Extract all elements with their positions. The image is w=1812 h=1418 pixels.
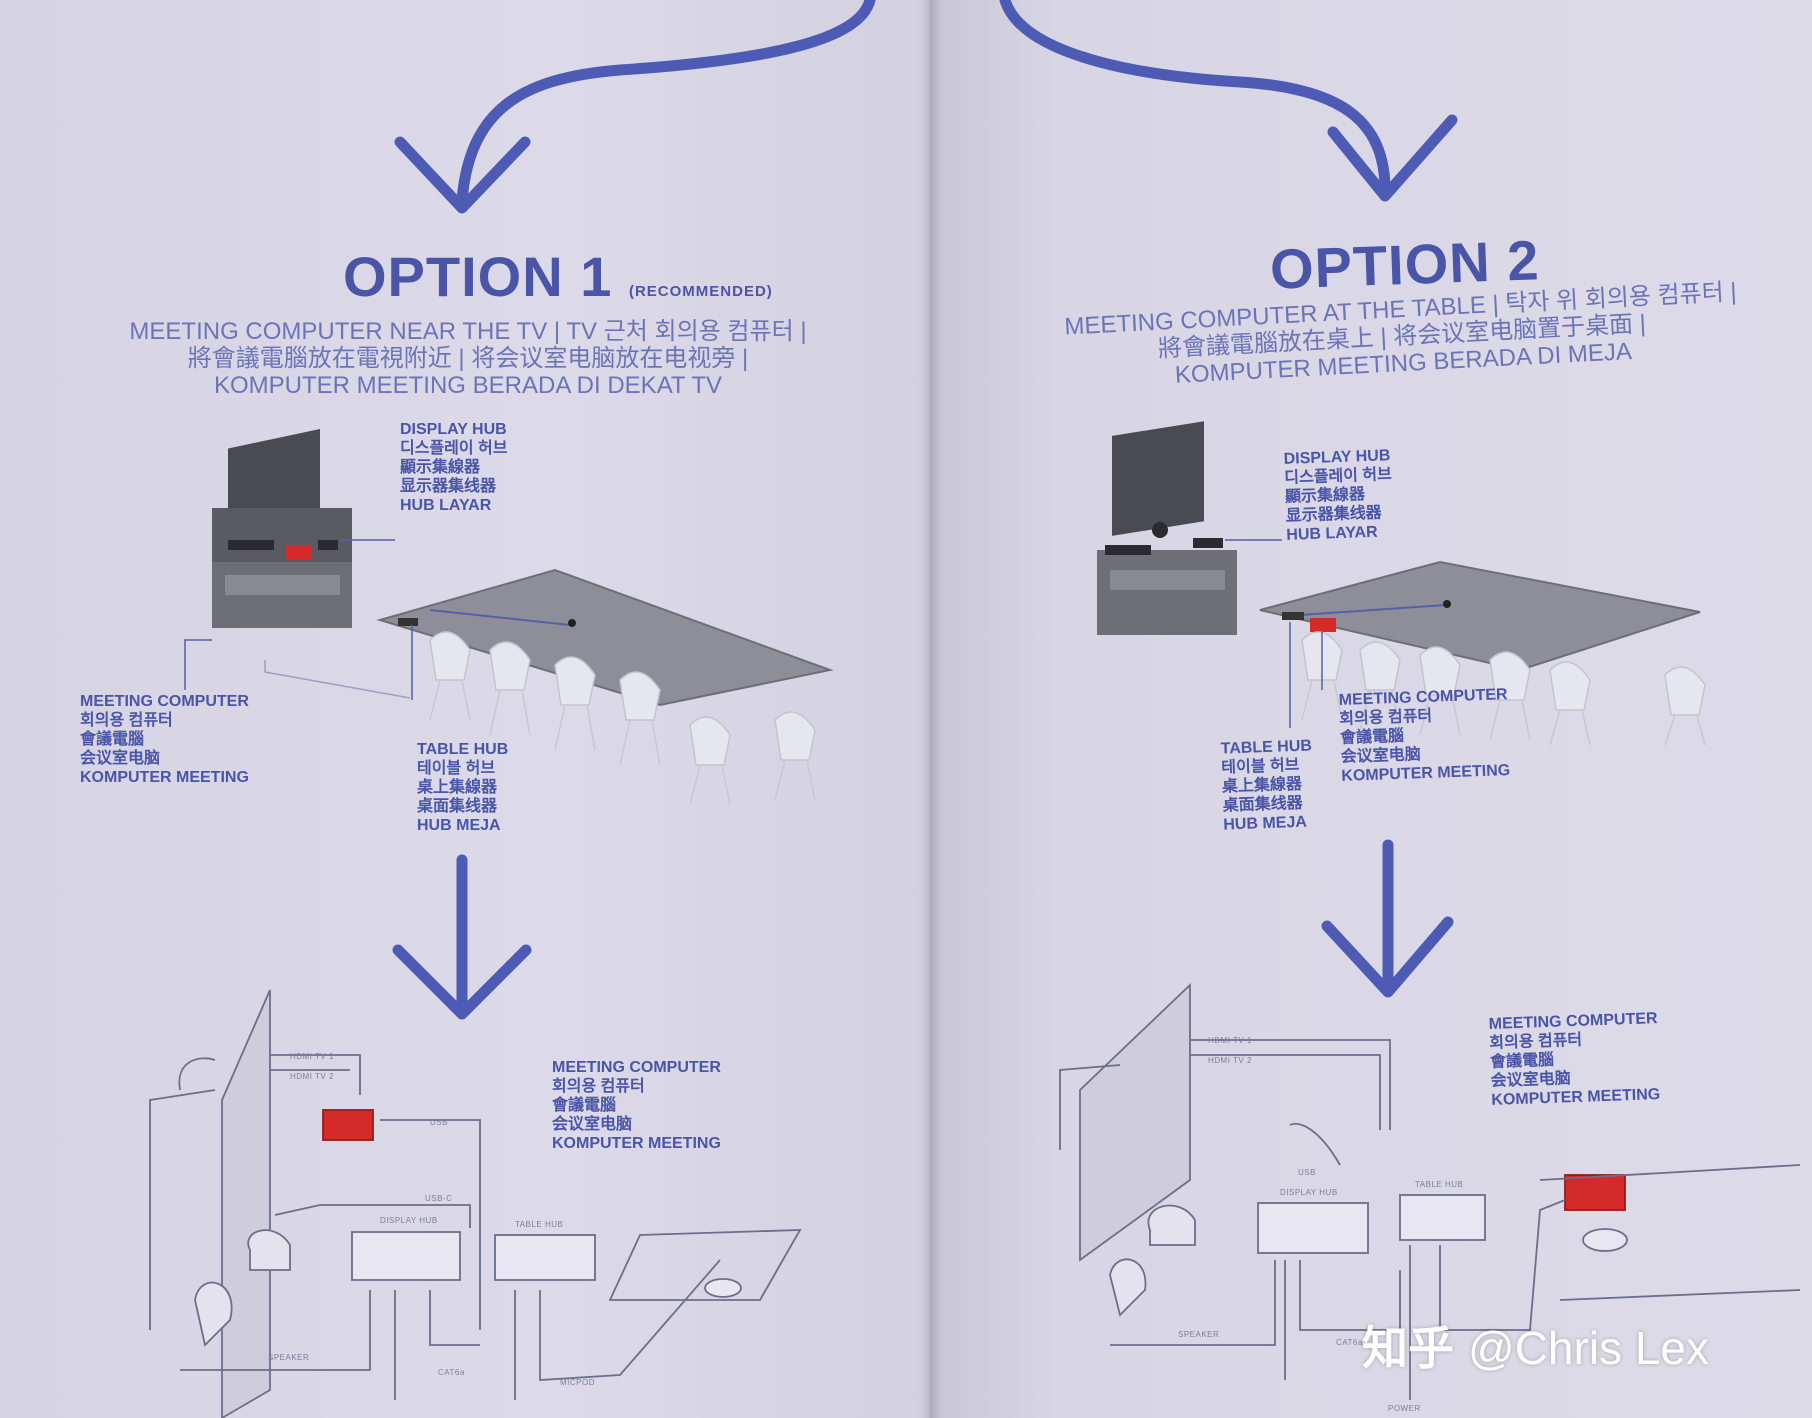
option2-wire-power: POWER <box>1388 1404 1421 1413</box>
option2-meeting-computer-label: MEETING COMPUTER 회의용 컴퓨터 會議電腦 会议室电脑 KOMP… <box>1338 686 1511 785</box>
option2-wire-display-hub: DISPLAY HUB <box>1280 1188 1338 1197</box>
option2-cabinet <box>1097 550 1237 635</box>
watermark: 知乎 @Chris Lex <box>1362 1312 1709 1378</box>
option1-wiring-tv-panel <box>221 989 271 1418</box>
option1-subtitle: MEETING COMPUTER NEAR THE TV | TV 근처 회의용… <box>129 318 807 399</box>
option1-wire-micpod: MICPOD <box>560 1378 595 1387</box>
watermark-author: @Chris Lex <box>1468 1322 1709 1374</box>
option1-wire-usbc: USB-C <box>425 1194 453 1203</box>
option1-down-arrow-head <box>392 944 532 1020</box>
option2-red-computer-on-table <box>1310 618 1336 632</box>
option1-display-hub-label: DISPLAY HUB 디스플레이 허브 顯示集線器 显示器集线器 HUB LA… <box>400 421 508 514</box>
option1-wire-usb: USB <box>430 1118 448 1127</box>
option1-wire-table-hub: TABLE HUB <box>515 1220 564 1229</box>
option1-wiring-display-hub <box>351 1231 461 1281</box>
option1-meeting-computer-label: MEETING COMPUTER 회의용 컴퓨터 會議電腦 会议室电脑 KOMP… <box>80 693 249 786</box>
option2-tv <box>1112 421 1204 536</box>
option1-title: OPTION 1 (RECOMMENDED) <box>343 245 773 308</box>
option1-wire-hdmi1: HDMI TV 1 <box>290 1052 334 1061</box>
flow-arrow-left-head <box>394 136 531 214</box>
option2-wiring-meeting-computer-label: MEETING COMPUTER 회의용 컴퓨터 會議電腦 会议室电脑 KOMP… <box>1488 1010 1661 1109</box>
option1-cabinet-top <box>212 508 352 566</box>
flow-arrow-right-curve <box>999 0 1391 196</box>
zhihu-logo: 知乎 <box>1362 1322 1454 1374</box>
left-page <box>0 0 930 1418</box>
flow-arrow-left-curve <box>456 0 876 206</box>
option1-wire-speaker: SPEAKER <box>268 1353 310 1362</box>
option1-table-hub-label: TABLE HUB 테이블 허브 桌上集線器 桌面集线器 HUB MEJA <box>417 741 509 834</box>
option2-wire-usb: USB <box>1298 1168 1316 1177</box>
option1-wiring-red-computer <box>322 1109 374 1141</box>
page-fold <box>920 0 942 1418</box>
option2-down-arrow-head <box>1321 916 1454 998</box>
option1-table-hub-dot <box>568 619 576 627</box>
option1-wire-hdmi2: HDMI TV 2 <box>290 1072 334 1081</box>
option1-wiring-diagram <box>149 989 802 1418</box>
option2-wire-speaker: SPEAKER <box>1178 1330 1220 1339</box>
option1-recommended-note: (RECOMMENDED) <box>628 283 773 300</box>
option2-wiring-display-hub <box>1257 1202 1369 1254</box>
right-page <box>930 0 1812 1418</box>
option2-wiring-table-hub <box>1399 1194 1486 1241</box>
option1-wiring-meeting-computer-label: MEETING COMPUTER 회의용 컴퓨터 會議電腦 会议室电脑 KOMP… <box>552 1059 721 1152</box>
option2-wire-table-hub: TABLE HUB <box>1415 1180 1464 1189</box>
option1-wiring-table-hub <box>494 1234 596 1281</box>
flow-arrow-right-head <box>1327 114 1458 202</box>
option2-wire-cat: CAT6a <box>1336 1338 1363 1347</box>
option2-wiring-diagram <box>1059 982 1801 1400</box>
option2-wire-hdmi1: HDMI TV 1 <box>1208 1036 1252 1045</box>
option1-red-computer-on-cabinet <box>285 545 311 559</box>
option2-wiring-tv-panel <box>1079 982 1191 1262</box>
option2-table-hub-label: TABLE HUB 테이블 허브 桌上集線器 桌面集线器 HUB MEJA <box>1220 737 1313 834</box>
option1-room-scene <box>184 428 834 806</box>
option1-soundbar <box>228 540 274 550</box>
option1-wire-cat: CAT6a <box>438 1368 465 1377</box>
option1-wire-display-hub: DISPLAY HUB <box>380 1216 438 1225</box>
option2-display-hub-label: DISPLAY HUB 디스플레이 허브 顯示集線器 显示器集线器 HUB LA… <box>1283 447 1393 544</box>
option2-room-scene <box>1097 421 1706 746</box>
option2-wire-hdmi2: HDMI TV 2 <box>1208 1056 1252 1065</box>
option2-wiring-red-computer <box>1564 1174 1626 1211</box>
